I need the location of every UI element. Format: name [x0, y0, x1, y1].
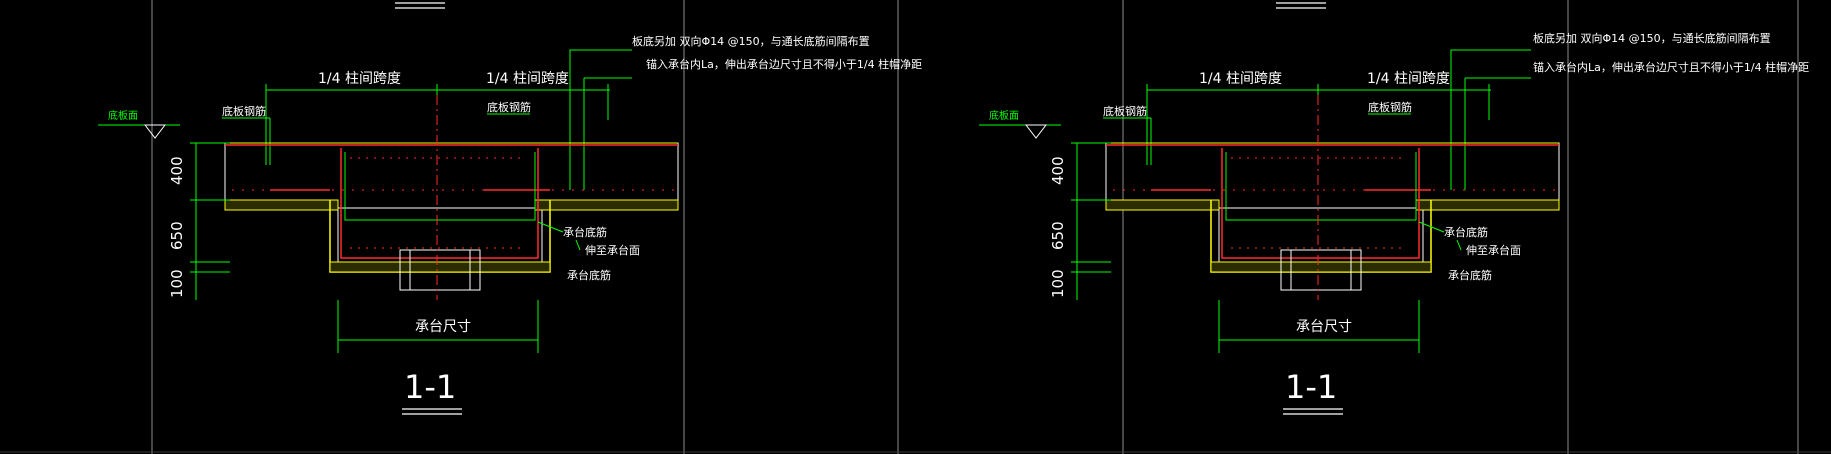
- label-cap-bottom-rebar-1: 承台底筋: [563, 225, 607, 239]
- pile-head: [399, 249, 481, 291]
- cap-rebar: [340, 148, 539, 259]
- label-cap-bottom-rebar-2: 承台底筋: [1448, 268, 1492, 282]
- grid-lines: [151, 0, 1799, 454]
- elevation-marker: [1024, 124, 1048, 139]
- span-label-right: 1/4 柱间跨度: [486, 71, 569, 87]
- label-bottom-rebar-left: 底板钢筋: [1103, 104, 1147, 118]
- dim-400: 400: [168, 156, 186, 185]
- label-bottom-rebar-right: 底板钢筋: [1368, 100, 1412, 114]
- label-bottom-rebar-left: 底板钢筋: [222, 104, 266, 118]
- label-cap-size: 承台尺寸: [1296, 319, 1352, 335]
- span-label-left: 1/4 柱间跨度: [1199, 71, 1282, 87]
- section-view-right[interactable]: 板底另加 双向Φ14 @150，与通长底筋间隔布置 锚入承台内La，伸出承台边尺…: [979, 2, 1809, 415]
- note-line-2: 锚入承台内La，伸出承台边尺寸且不得小于1/4 柱帽净距: [1533, 60, 1809, 74]
- dim-650: 650: [168, 221, 186, 250]
- label-slab-bottom-face: 底板面: [108, 109, 138, 122]
- dim-650: 650: [1049, 221, 1067, 250]
- label-slab-bottom-face: 底板面: [989, 109, 1019, 122]
- label-leader: [1418, 221, 1445, 233]
- label-cap-size: 承台尺寸: [415, 319, 471, 335]
- label-leader: [537, 221, 564, 233]
- cap-inner-rebar: [1225, 152, 1417, 221]
- label-extend-to-cap-face: 伸至承台面: [585, 243, 640, 257]
- note-line-1: 板底另加 双向Φ14 @150，与通长底筋间隔布置: [632, 34, 870, 48]
- cap-bottom-concrete: [329, 261, 551, 273]
- label-leader: [1456, 239, 1462, 251]
- label-bottom-rebar-right: 底板钢筋: [487, 100, 531, 114]
- label-leader: [575, 239, 581, 251]
- dim-100: 100: [1049, 269, 1067, 298]
- label-cap-bottom-rebar-2: 承台底筋: [567, 268, 611, 282]
- cap-bottom-concrete: [1210, 261, 1432, 273]
- cap-rebar: [1221, 148, 1420, 259]
- section-mark: 1-1: [1285, 368, 1337, 406]
- section-mark: 1-1: [404, 368, 456, 406]
- slab-bottom-concrete-right: [534, 199, 679, 211]
- elevation-marker: [143, 124, 167, 139]
- note-line-2: 锚入承台内La，伸出承台边尺寸且不得小于1/4 柱帽净距: [646, 57, 922, 71]
- span-label-left: 1/4 柱间跨度: [318, 71, 401, 87]
- note-leader: [569, 49, 632, 52]
- label-cap-bottom-rebar-1: 承台底筋: [1444, 225, 1488, 239]
- span-label-right: 1/4 柱间跨度: [1367, 71, 1450, 87]
- section-view-left[interactable]: 板底另加 双向Φ14 @150，与通长底筋间隔布置 锚入承台内La，伸出承台边尺…: [98, 2, 922, 415]
- slab-bottom-concrete-left: [1105, 199, 1220, 211]
- note-line-1: 板底另加 双向Φ14 @150，与通长底筋间隔布置: [1533, 31, 1771, 45]
- pile-head: [1280, 249, 1362, 291]
- dim-400: 400: [1049, 156, 1067, 185]
- cap-inner-rebar: [344, 152, 536, 221]
- note-leader: [1450, 49, 1531, 52]
- label-extend-to-cap-face: 伸至承台面: [1466, 243, 1521, 257]
- slab-bottom-concrete-left: [224, 199, 339, 211]
- dim-100: 100: [168, 269, 186, 298]
- slab-bottom-concrete-right: [1415, 199, 1560, 211]
